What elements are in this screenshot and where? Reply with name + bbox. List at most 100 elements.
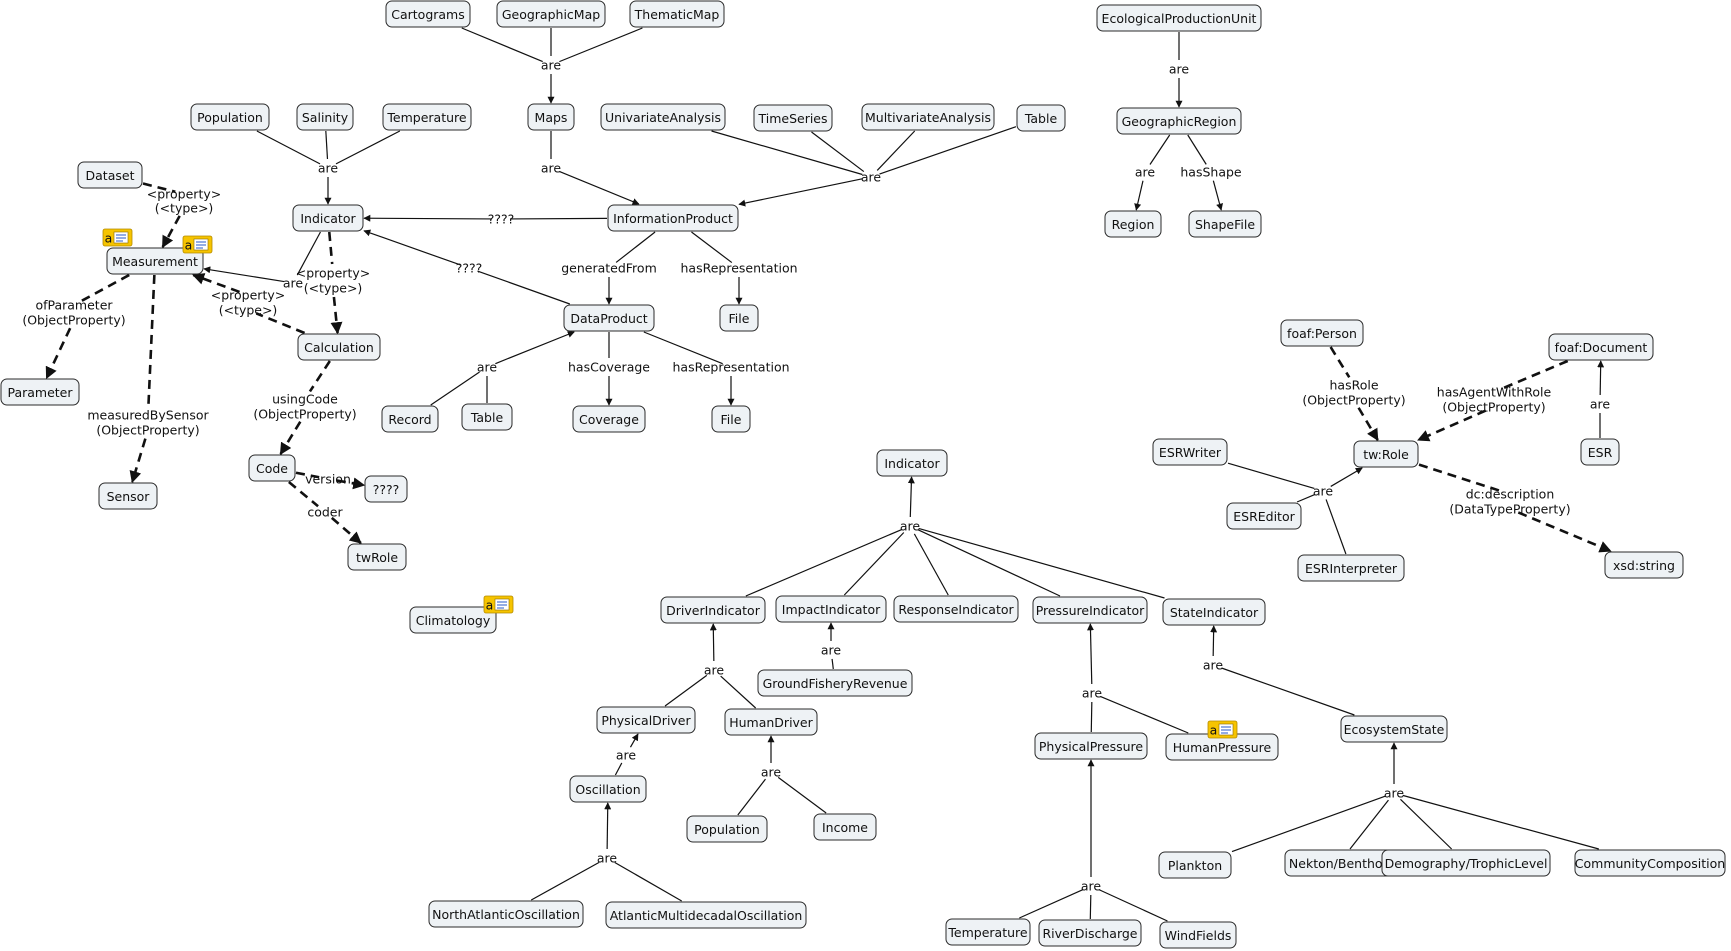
connector-line	[1187, 134, 1207, 165]
concept-node-record[interactable]: Record	[381, 405, 439, 433]
concept-node-dataset[interactable]: Dataset	[77, 161, 143, 189]
connector-line	[604, 802, 612, 850]
connector-line	[255, 312, 306, 335]
concept-node-esreditor[interactable]: ESREditor	[1226, 502, 1302, 530]
concept-node-infoproduct[interactable]: InformationProduct	[607, 204, 739, 232]
concept-node-groundfish[interactable]: GroundFisheryRevenue	[757, 669, 913, 697]
note-icon[interactable]: a	[102, 228, 133, 247]
concept-node-population1[interactable]: Population	[190, 103, 270, 131]
concept-node-foafdoc[interactable]: foaf:Document	[1548, 333, 1654, 361]
concept-node-nao[interactable]: NorthAtlanticOscillation	[428, 900, 584, 928]
concept-node-table2[interactable]: Table	[461, 403, 513, 431]
concept-label: ResponseIndicator	[898, 602, 1014, 617]
concept-node-indicator1[interactable]: Indicator	[292, 204, 364, 232]
concept-node-climatology[interactable]: Climatology	[409, 606, 497, 634]
concept-node-epu[interactable]: EcologicalProductionUnit	[1096, 4, 1262, 32]
concept-label: MultivariateAnalysis	[865, 110, 991, 125]
concept-node-sensor[interactable]: Sensor	[98, 482, 158, 510]
concept-node-esrwriter[interactable]: ESRWriter	[1152, 438, 1228, 466]
concept-node-parameter[interactable]: Parameter	[0, 378, 80, 406]
concept-node-community[interactable]: CommunityComposition	[1574, 849, 1726, 877]
concept-node-xsdstring[interactable]: xsd:string	[1604, 551, 1684, 579]
concept-node-measurement[interactable]: Measurement	[106, 247, 204, 275]
concept-node-cartograms[interactable]: Cartograms	[385, 0, 471, 28]
concept-box	[1188, 210, 1262, 238]
concept-node-thematic[interactable]: ThematicMap	[629, 0, 725, 28]
concept-node-table1[interactable]: Table	[1016, 104, 1066, 132]
concept-node-twrole2[interactable]: tw:Role	[1353, 440, 1419, 468]
concept-node-geomap[interactable]: GeographicMap	[496, 0, 606, 28]
note-icon[interactable]: a	[1207, 720, 1238, 739]
concept-node-timeseries[interactable]: TimeSeries	[753, 104, 833, 132]
concept-node-shapefile[interactable]: ShapeFile	[1188, 210, 1262, 238]
link-label-prop-ind-l2: (<type>)	[304, 281, 363, 296]
link-label-text: are	[861, 170, 882, 185]
concept-node-oscillation[interactable]: Oscillation	[569, 775, 647, 803]
concept-label: Temperature	[386, 110, 466, 125]
concept-node-esr[interactable]: ESR	[1580, 438, 1620, 466]
concept-node-region[interactable]: Region	[1104, 210, 1162, 238]
concept-node-esrinterpreter[interactable]: ESRInterpreter	[1297, 554, 1405, 582]
concept-node-impact[interactable]: ImpactIndicator	[775, 595, 887, 623]
concept-node-calculation[interactable]: Calculation	[297, 333, 381, 361]
link-label-text: hasRole	[1329, 378, 1378, 393]
concept-node-river[interactable]: RiverDischarge	[1038, 919, 1142, 947]
connector-line	[1417, 409, 1487, 442]
concept-node-file1[interactable]: File	[719, 304, 759, 332]
note-icon[interactable]: a	[182, 235, 213, 254]
concept-node-temperature2[interactable]: Temperature	[945, 918, 1031, 946]
concept-node-salinity[interactable]: Salinity	[296, 103, 354, 131]
concept-node-georegion[interactable]: GeographicRegion	[1116, 107, 1242, 135]
concept-box	[1580, 438, 1620, 466]
concept-node-wind[interactable]: WindFields	[1159, 921, 1237, 949]
connector-line	[629, 733, 639, 748]
connector-line	[530, 861, 600, 901]
concept-node-driver[interactable]: DriverIndicator	[660, 596, 766, 624]
concept-box	[775, 595, 887, 623]
connector-line	[831, 658, 834, 670]
concept-box	[861, 103, 995, 131]
concept-node-temperature1[interactable]: Temperature	[382, 103, 472, 131]
link-label-hasrole-l2: (ObjectProperty)	[1302, 393, 1405, 408]
concept-node-amo[interactable]: AtlanticMultidecadalOscillation	[605, 901, 807, 929]
concept-node-physdriver[interactable]: PhysicalDriver	[596, 706, 696, 734]
concept-label: Measurement	[112, 254, 198, 269]
connector-line	[192, 273, 240, 294]
concept-label: Income	[822, 820, 868, 835]
concept-node-physpressure[interactable]: PhysicalPressure	[1034, 732, 1148, 760]
concept-node-qqqq[interactable]: ????	[364, 475, 408, 503]
concept-node-nekton[interactable]: Nekton/Benthos	[1284, 849, 1394, 877]
concept-node-coverage[interactable]: Coverage	[572, 405, 646, 433]
link-label-prop-dataset-l1: <property>	[147, 187, 221, 202]
concept-node-maps[interactable]: Maps	[527, 103, 575, 131]
concept-label: Nekton/Benthos	[1289, 856, 1389, 871]
note-icon[interactable]: a	[483, 595, 514, 614]
concept-node-population2[interactable]: Population	[686, 815, 768, 843]
concept-node-humanpressure[interactable]: HumanPressure	[1165, 733, 1279, 761]
connector-line	[256, 130, 321, 165]
concept-node-univariate[interactable]: UnivariateAnalysis	[600, 103, 726, 131]
concept-node-pressure[interactable]: PressureIndicator	[1032, 596, 1148, 624]
connector-line	[917, 529, 1061, 597]
concept-node-twrole1[interactable]: twRole	[347, 543, 407, 571]
concept-box	[98, 482, 158, 510]
concept-node-humandriver[interactable]: HumanDriver	[724, 708, 818, 736]
concept-node-indicator2[interactable]: Indicator	[876, 449, 948, 477]
concept-node-income[interactable]: Income	[813, 813, 877, 841]
concept-node-dataproduct[interactable]: DataProduct	[563, 304, 655, 332]
concept-node-file2[interactable]: File	[711, 405, 751, 433]
link-label-dcdesc-l2: (DataTypeProperty)	[1449, 502, 1570, 517]
concept-node-multivariate[interactable]: MultivariateAnalysis	[861, 103, 995, 131]
link-label-text: are	[900, 519, 921, 534]
concept-box	[1353, 440, 1419, 468]
concept-node-state[interactable]: StateIndicator	[1162, 598, 1266, 626]
concept-node-response[interactable]: ResponseIndicator	[893, 595, 1019, 623]
link-label-are-esrroles: are	[1313, 484, 1334, 499]
concept-node-demography[interactable]: Demography/TrophicLevel	[1381, 849, 1551, 877]
concept-node-code[interactable]: Code	[248, 454, 296, 482]
concept-node-ecostate[interactable]: EcosystemState	[1340, 715, 1448, 743]
link-label-are-groundfish: are	[821, 643, 842, 658]
connector-line	[1149, 134, 1171, 165]
concept-node-plankton[interactable]: Plankton	[1158, 851, 1232, 879]
concept-node-foafperson[interactable]: foaf:Person	[1280, 319, 1364, 347]
